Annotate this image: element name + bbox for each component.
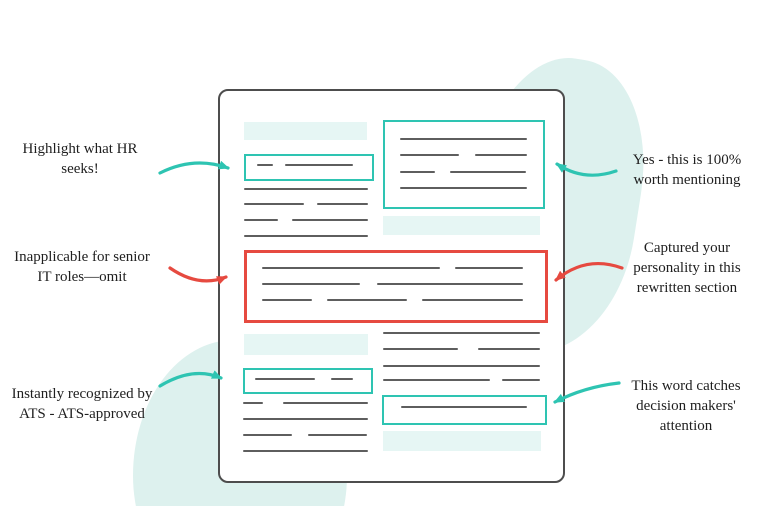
doc-text-line (455, 267, 523, 269)
doc-text-line (400, 138, 527, 140)
note-line: Instantly recognized by (11, 386, 153, 402)
note-worth-mentioning: Yes - this is 100% worth mentioning (610, 150, 764, 190)
highlight-box-rewritten-section (244, 250, 548, 323)
doc-text-line (377, 283, 523, 285)
doc-section-fill (383, 216, 540, 235)
note-line: Inapplicable for senior (14, 249, 150, 265)
doc-section-fill (244, 122, 367, 140)
highlight-box-ats (243, 368, 373, 394)
resume-document (218, 89, 565, 483)
note-line: Captured your (643, 240, 731, 256)
highlight-box-keyword (382, 395, 547, 425)
doc-text-line (478, 348, 540, 350)
doc-text-line (262, 267, 440, 269)
note-line: IT roles—omit (37, 269, 127, 285)
doc-text-line (450, 171, 526, 173)
note-line: decision makers' (636, 398, 736, 414)
doc-text-line (292, 219, 368, 221)
doc-text-line (383, 332, 540, 334)
doc-text-line (401, 406, 527, 408)
doc-text-line (243, 450, 368, 452)
note-line: ATS - ATS-approved (19, 406, 145, 422)
doc-text-line (262, 283, 360, 285)
doc-section-fill (383, 431, 541, 451)
doc-text-line (243, 402, 263, 404)
doc-section-fill (244, 334, 368, 355)
note-line: Highlight what HR (22, 141, 138, 157)
note-line: attention (659, 418, 713, 434)
doc-text-line (475, 154, 527, 156)
doc-text-line (502, 379, 540, 381)
highlight-box-hr (244, 154, 374, 181)
doc-text-line (244, 188, 368, 190)
doc-text-line (243, 418, 368, 420)
doc-text-line (400, 187, 527, 189)
doc-text-line (262, 299, 312, 301)
note-line: personality in this (633, 260, 741, 276)
doc-text-line (422, 299, 523, 301)
doc-text-line (244, 219, 278, 221)
doc-text-line (317, 203, 368, 205)
doc-text-line (383, 365, 540, 367)
note-line: This word catches (631, 378, 741, 394)
highlight-box-worth-mentioning (383, 120, 545, 209)
doc-text-line (308, 434, 367, 436)
doc-text-line (285, 164, 353, 166)
note-ats-approved: Instantly recognized by ATS - ATS-approv… (0, 384, 164, 424)
doc-text-line (283, 402, 368, 404)
note-line: Yes - this is 100% (632, 152, 742, 168)
note-line: rewritten section (636, 280, 738, 296)
doc-text-line (327, 299, 407, 301)
doc-text-line (400, 171, 435, 173)
doc-text-line (244, 203, 304, 205)
doc-text-line (255, 378, 315, 380)
note-inapplicable-omit: Inapplicable for senior IT roles—omit (0, 247, 164, 287)
doc-text-line (383, 348, 458, 350)
doc-text-line (243, 434, 292, 436)
note-personality-rewritten: Captured your personality in this rewrit… (605, 238, 768, 298)
doc-text-line (383, 379, 490, 381)
doc-text-line (400, 154, 459, 156)
doc-text-line (331, 378, 353, 380)
doc-text-line (257, 164, 273, 166)
doc-text-line (244, 235, 368, 237)
note-line: worth mentioning (633, 172, 741, 188)
note-highlight-hr: Highlight what HR seeks! (2, 139, 158, 179)
note-word-attention: This word catches decision makers' atten… (604, 376, 768, 436)
note-line: seeks! (61, 161, 99, 177)
